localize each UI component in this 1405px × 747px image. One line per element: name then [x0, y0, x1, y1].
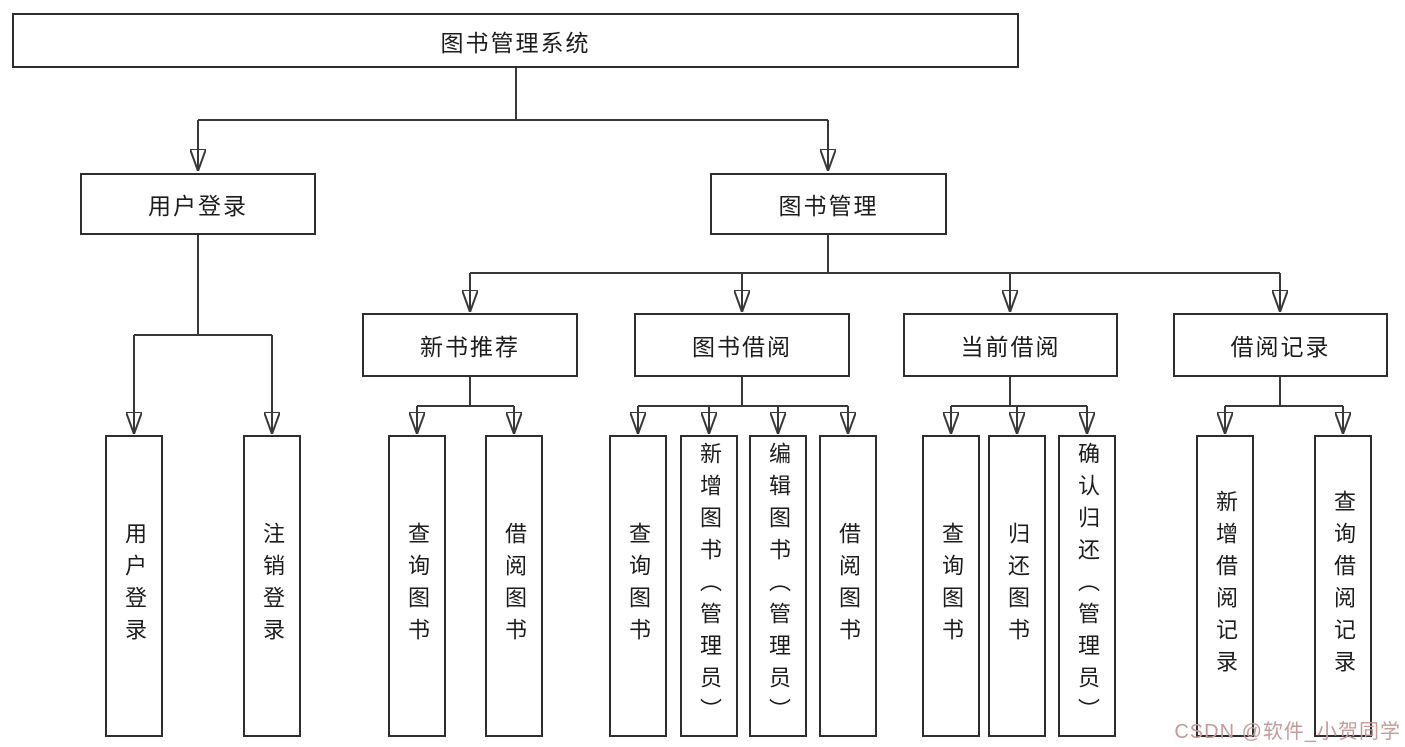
- leaf-logout: 注销登录: [243, 435, 301, 737]
- node-label: 用户登录: [148, 193, 248, 219]
- connector-current-borrow-children: [951, 377, 1087, 433]
- node-borrow-record: 借阅记录: [1173, 313, 1388, 377]
- node-label: 新增图书（管理员）: [697, 442, 722, 730]
- node-label: 当前借阅: [960, 334, 1061, 360]
- node-label: 借阅记录: [1230, 334, 1331, 360]
- node-label: 新增借阅记录: [1213, 490, 1238, 682]
- node-label: 图书借阅: [692, 334, 792, 360]
- leaf-add-books-admin: 新增图书（管理员）: [680, 435, 738, 737]
- leaf-user-login: 用户登录: [105, 435, 163, 737]
- connector-borrow-record-children: [1225, 377, 1343, 433]
- node-label: 借阅图书: [502, 522, 527, 650]
- node-label: 归还图书: [1005, 522, 1030, 650]
- connector-user-login-children: [134, 235, 272, 433]
- leaf-query-books-current: 查询图书: [922, 435, 980, 737]
- leaf-query-borrow-record: 查询借阅记录: [1314, 435, 1372, 737]
- node-label: 图书管理系统: [440, 29, 591, 56]
- connector-root-to-level2: [198, 68, 828, 170]
- leaf-return-books: 归还图书: [988, 435, 1046, 737]
- leaf-query-books-borrow: 查询图书: [609, 435, 667, 737]
- node-book-borrow: 图书借阅: [634, 313, 850, 377]
- leaf-confirm-return-admin: 确认归还（管理员）: [1058, 435, 1116, 737]
- node-label: 查询图书: [405, 522, 430, 650]
- connector-book-mgmt-children: [470, 235, 1280, 311]
- node-label: 注销登录: [260, 522, 285, 650]
- leaf-edit-books-admin: 编辑图书（管理员）: [749, 435, 807, 737]
- connector-new-book-children: [417, 377, 514, 433]
- leaf-query-books-recommend: 查询图书: [388, 435, 446, 737]
- node-label: 编辑图书（管理员）: [766, 442, 791, 730]
- leaf-add-borrow-record: 新增借阅记录: [1196, 435, 1254, 737]
- node-label: 确认归还（管理员）: [1075, 442, 1100, 730]
- csdn-watermark: CSDN @软件_小贺同学: [1174, 721, 1401, 743]
- node-library-system-root: 图书管理系统: [12, 13, 1019, 68]
- leaf-borrow-books-recommend: 借阅图书: [485, 435, 543, 737]
- node-new-book-recommend: 新书推荐: [362, 313, 578, 377]
- leaf-borrow-books: 借阅图书: [819, 435, 877, 737]
- connector-book-borrow-children: [638, 377, 848, 433]
- node-book-management: 图书管理: [710, 173, 947, 235]
- node-label: 查询图书: [939, 522, 964, 650]
- node-label: 查询图书: [626, 522, 651, 650]
- node-label: 图书管理: [778, 193, 879, 219]
- node-label: 借阅图书: [836, 522, 861, 650]
- node-label: 查询借阅记录: [1331, 490, 1356, 682]
- node-current-borrow: 当前借阅: [903, 313, 1118, 377]
- node-label: 新书推荐: [420, 334, 520, 360]
- node-user-login: 用户登录: [80, 173, 316, 235]
- node-label: 用户登录: [122, 522, 147, 650]
